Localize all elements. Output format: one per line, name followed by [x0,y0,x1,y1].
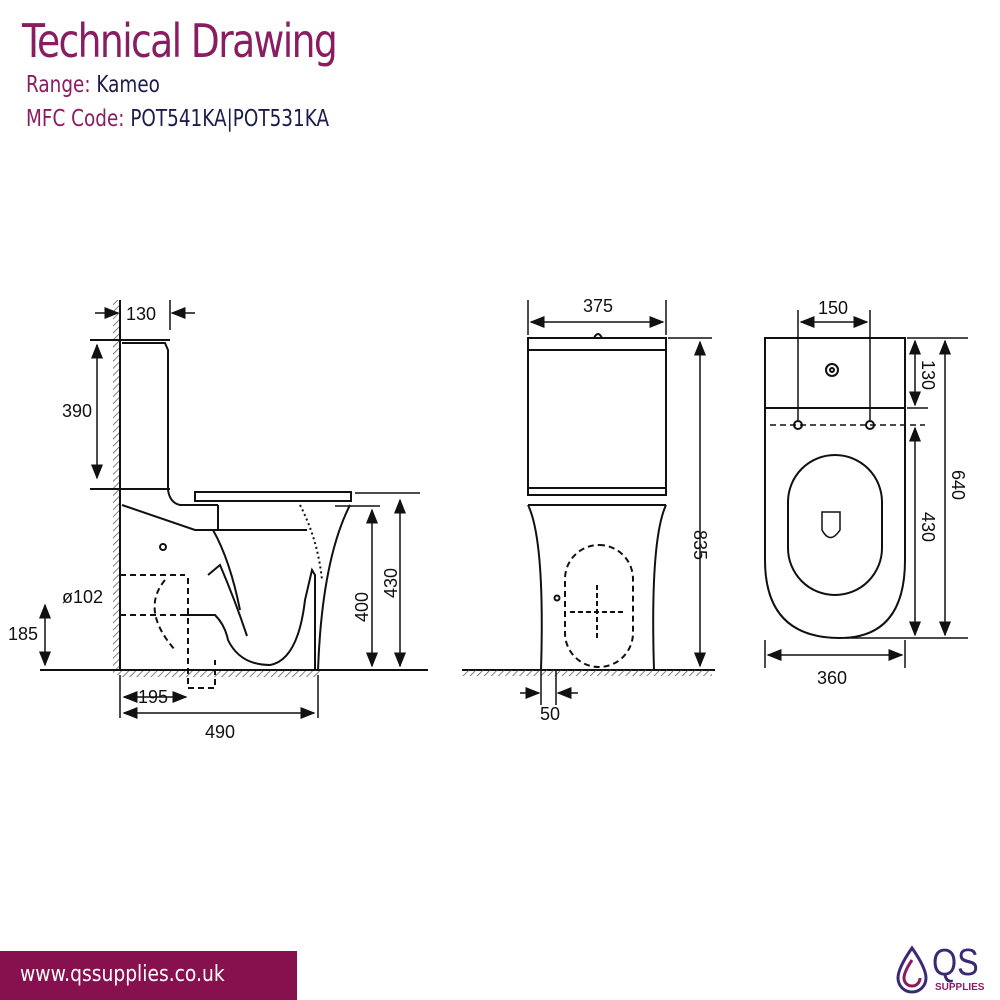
front-view [462,300,715,705]
code-line: MFC Code: POT541KA|POT531KA [26,106,329,132]
dim-pan-height: 400 [352,592,372,622]
dim-seat-height: 430 [381,568,401,598]
dim-total-height: 835 [690,530,710,560]
dim-outlet-diameter: ø102 [62,587,103,607]
range-value: Kameo [96,72,160,98]
dim-tank-depth-side: 130 [126,304,156,324]
dim-front-width: 375 [583,296,613,316]
qs-supplies-logo: QS SUPPLIES [890,942,995,996]
footer-banner: www.qssupplies.co.uk [0,951,297,1000]
dim-top-width: 360 [817,668,847,688]
logo-text: QS [932,942,979,984]
dim-outlet-gap: 50 [540,704,560,724]
dim-total-depth: 640 [948,470,968,500]
dim-tank-height: 390 [62,401,92,421]
logo-subtext: SUPPLIES [935,982,985,993]
dim-bowl-depth: 430 [918,512,938,542]
dim-top-tank-depth: 130 [918,360,938,390]
website-link[interactable]: www.qssupplies.co.uk [20,962,225,987]
dim-projection: 490 [205,722,235,742]
dim-fixing-spacing: 150 [818,298,848,318]
dim-outlet-offset: 195 [138,687,168,707]
range-line: Range: Kameo [26,72,160,98]
page-title: Technical Drawing [22,14,338,68]
code-label: MFC Code: [26,106,125,132]
code-value: POT541KA|POT531KA [130,106,330,132]
dim-outlet-height: 185 [8,624,38,644]
side-view [39,300,428,719]
water-drop-icon [896,945,928,994]
top-view [764,310,968,668]
range-label: Range: [26,72,91,98]
